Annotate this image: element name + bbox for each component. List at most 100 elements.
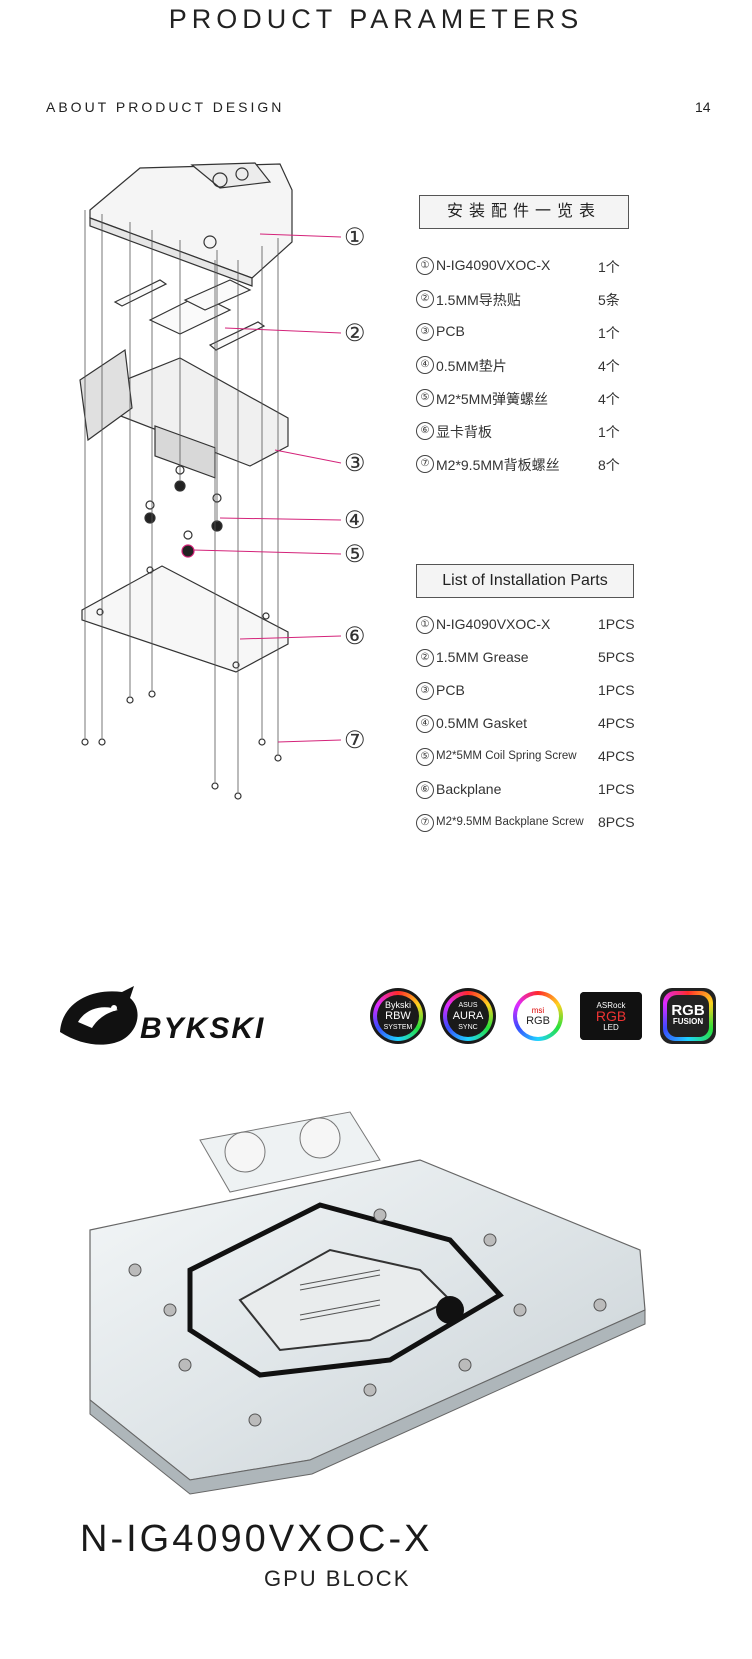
item-number: ② xyxy=(416,649,434,667)
item-qty: 4PCS xyxy=(598,715,635,731)
callout-7: ⑦ xyxy=(344,727,366,754)
callout-1: ① xyxy=(344,224,366,251)
item-name: 1.5MM导热贴 xyxy=(436,292,521,308)
item-number: ④ xyxy=(416,715,434,733)
item-qty: 1PCS xyxy=(598,781,635,797)
item-qty: 4个 xyxy=(598,358,620,374)
item-number: ④ xyxy=(416,356,434,374)
item-qty: 1个 xyxy=(598,424,620,440)
product-model: N-IG4090VXOC-X xyxy=(80,1518,433,1560)
item-name: M2*5MM弹簧螺丝 xyxy=(436,391,549,407)
badge-line: AURA xyxy=(452,1009,484,1022)
item-number: ① xyxy=(416,257,434,275)
badge-line: LED xyxy=(603,1022,619,1032)
item-number: ⑤ xyxy=(416,389,434,407)
item-qty: 8个 xyxy=(598,457,620,473)
brand-logo-text: BYKSKI xyxy=(140,1012,266,1045)
item-qty: 4PCS xyxy=(598,748,635,764)
item-number: ③ xyxy=(416,323,434,341)
item-name: 0.5MM垫片 xyxy=(436,358,507,374)
badge-line: Bykski xyxy=(384,999,411,1010)
callout-6: ⑥ xyxy=(344,623,366,650)
water-block-part xyxy=(89,162,293,287)
product-subtitle: GPU BLOCK xyxy=(264,1566,411,1591)
item-name: 显卡背板 xyxy=(436,424,492,440)
item-name: M2*5MM Coil Spring Screw xyxy=(436,750,577,762)
badge-line: RGB xyxy=(671,1002,705,1019)
badge-line: RGB xyxy=(595,1007,627,1024)
badge-line: RBW xyxy=(385,1009,411,1022)
gpu-block-render xyxy=(89,1111,646,1495)
callout-2: ② xyxy=(344,320,366,347)
backplane-part xyxy=(81,565,289,673)
item-name: M2*9.5MM Backplane Screw xyxy=(436,816,584,828)
callout-4: ④ xyxy=(344,507,366,534)
item-qty: 8PCS xyxy=(598,814,635,830)
item-name: N-IG4090VXOC-X xyxy=(436,616,551,632)
item-name: N-IG4090VXOC-X xyxy=(436,257,551,273)
dragon-logo-icon xyxy=(60,986,138,1045)
item-name: PCB xyxy=(436,323,465,339)
item-number: ⑦ xyxy=(416,814,434,832)
exploded-view-diagram xyxy=(79,162,342,800)
item-number: ③ xyxy=(416,682,434,700)
page-number: 14 xyxy=(695,99,711,115)
badge-line: FUSION xyxy=(672,1017,704,1026)
cn-list-title: 安装配件一览表 xyxy=(419,195,629,229)
badge-line: SYNC xyxy=(458,1023,478,1031)
badge-line: ASRock xyxy=(596,1000,626,1010)
gaskets-part xyxy=(145,465,222,540)
item-qty: 5PCS xyxy=(598,649,635,665)
item-name: PCB xyxy=(436,682,465,698)
item-name: M2*9.5MM背板螺丝 xyxy=(436,457,560,473)
en-list-title: List of Installation Parts xyxy=(416,564,634,598)
item-number: ② xyxy=(416,290,434,308)
item-number: ① xyxy=(416,616,434,634)
item-name: 1.5MM Grease xyxy=(436,649,529,665)
item-number: ⑤ xyxy=(416,748,434,766)
item-qty: 1PCS xyxy=(598,616,635,632)
item-qty: 1个 xyxy=(598,325,620,341)
item-number: ⑦ xyxy=(416,455,434,473)
backplane-screws-part xyxy=(81,690,282,800)
badge-line: RGB xyxy=(526,1015,550,1027)
badge-line: msi xyxy=(531,1006,545,1015)
callout-3: ③ xyxy=(344,450,366,477)
item-qty: 5条 xyxy=(598,292,620,308)
thermal-pads-part xyxy=(113,279,266,351)
item-name: 0.5MM Gasket xyxy=(436,715,528,731)
item-number: ⑥ xyxy=(416,422,434,440)
item-number: ⑥ xyxy=(416,781,434,799)
pcb-part xyxy=(79,348,289,479)
badge-line: ASUS xyxy=(458,1001,478,1009)
item-name: Backplane xyxy=(436,781,502,797)
item-qty: 4个 xyxy=(598,391,620,407)
section-title: ABOUT PRODUCT DESIGN xyxy=(46,99,285,115)
spring-screws-part xyxy=(144,480,223,558)
callout-5: ⑤ xyxy=(344,541,366,568)
badge-line: SYSTEM xyxy=(383,1023,413,1031)
page-title: PRODUCT PARAMETERS xyxy=(168,4,584,34)
